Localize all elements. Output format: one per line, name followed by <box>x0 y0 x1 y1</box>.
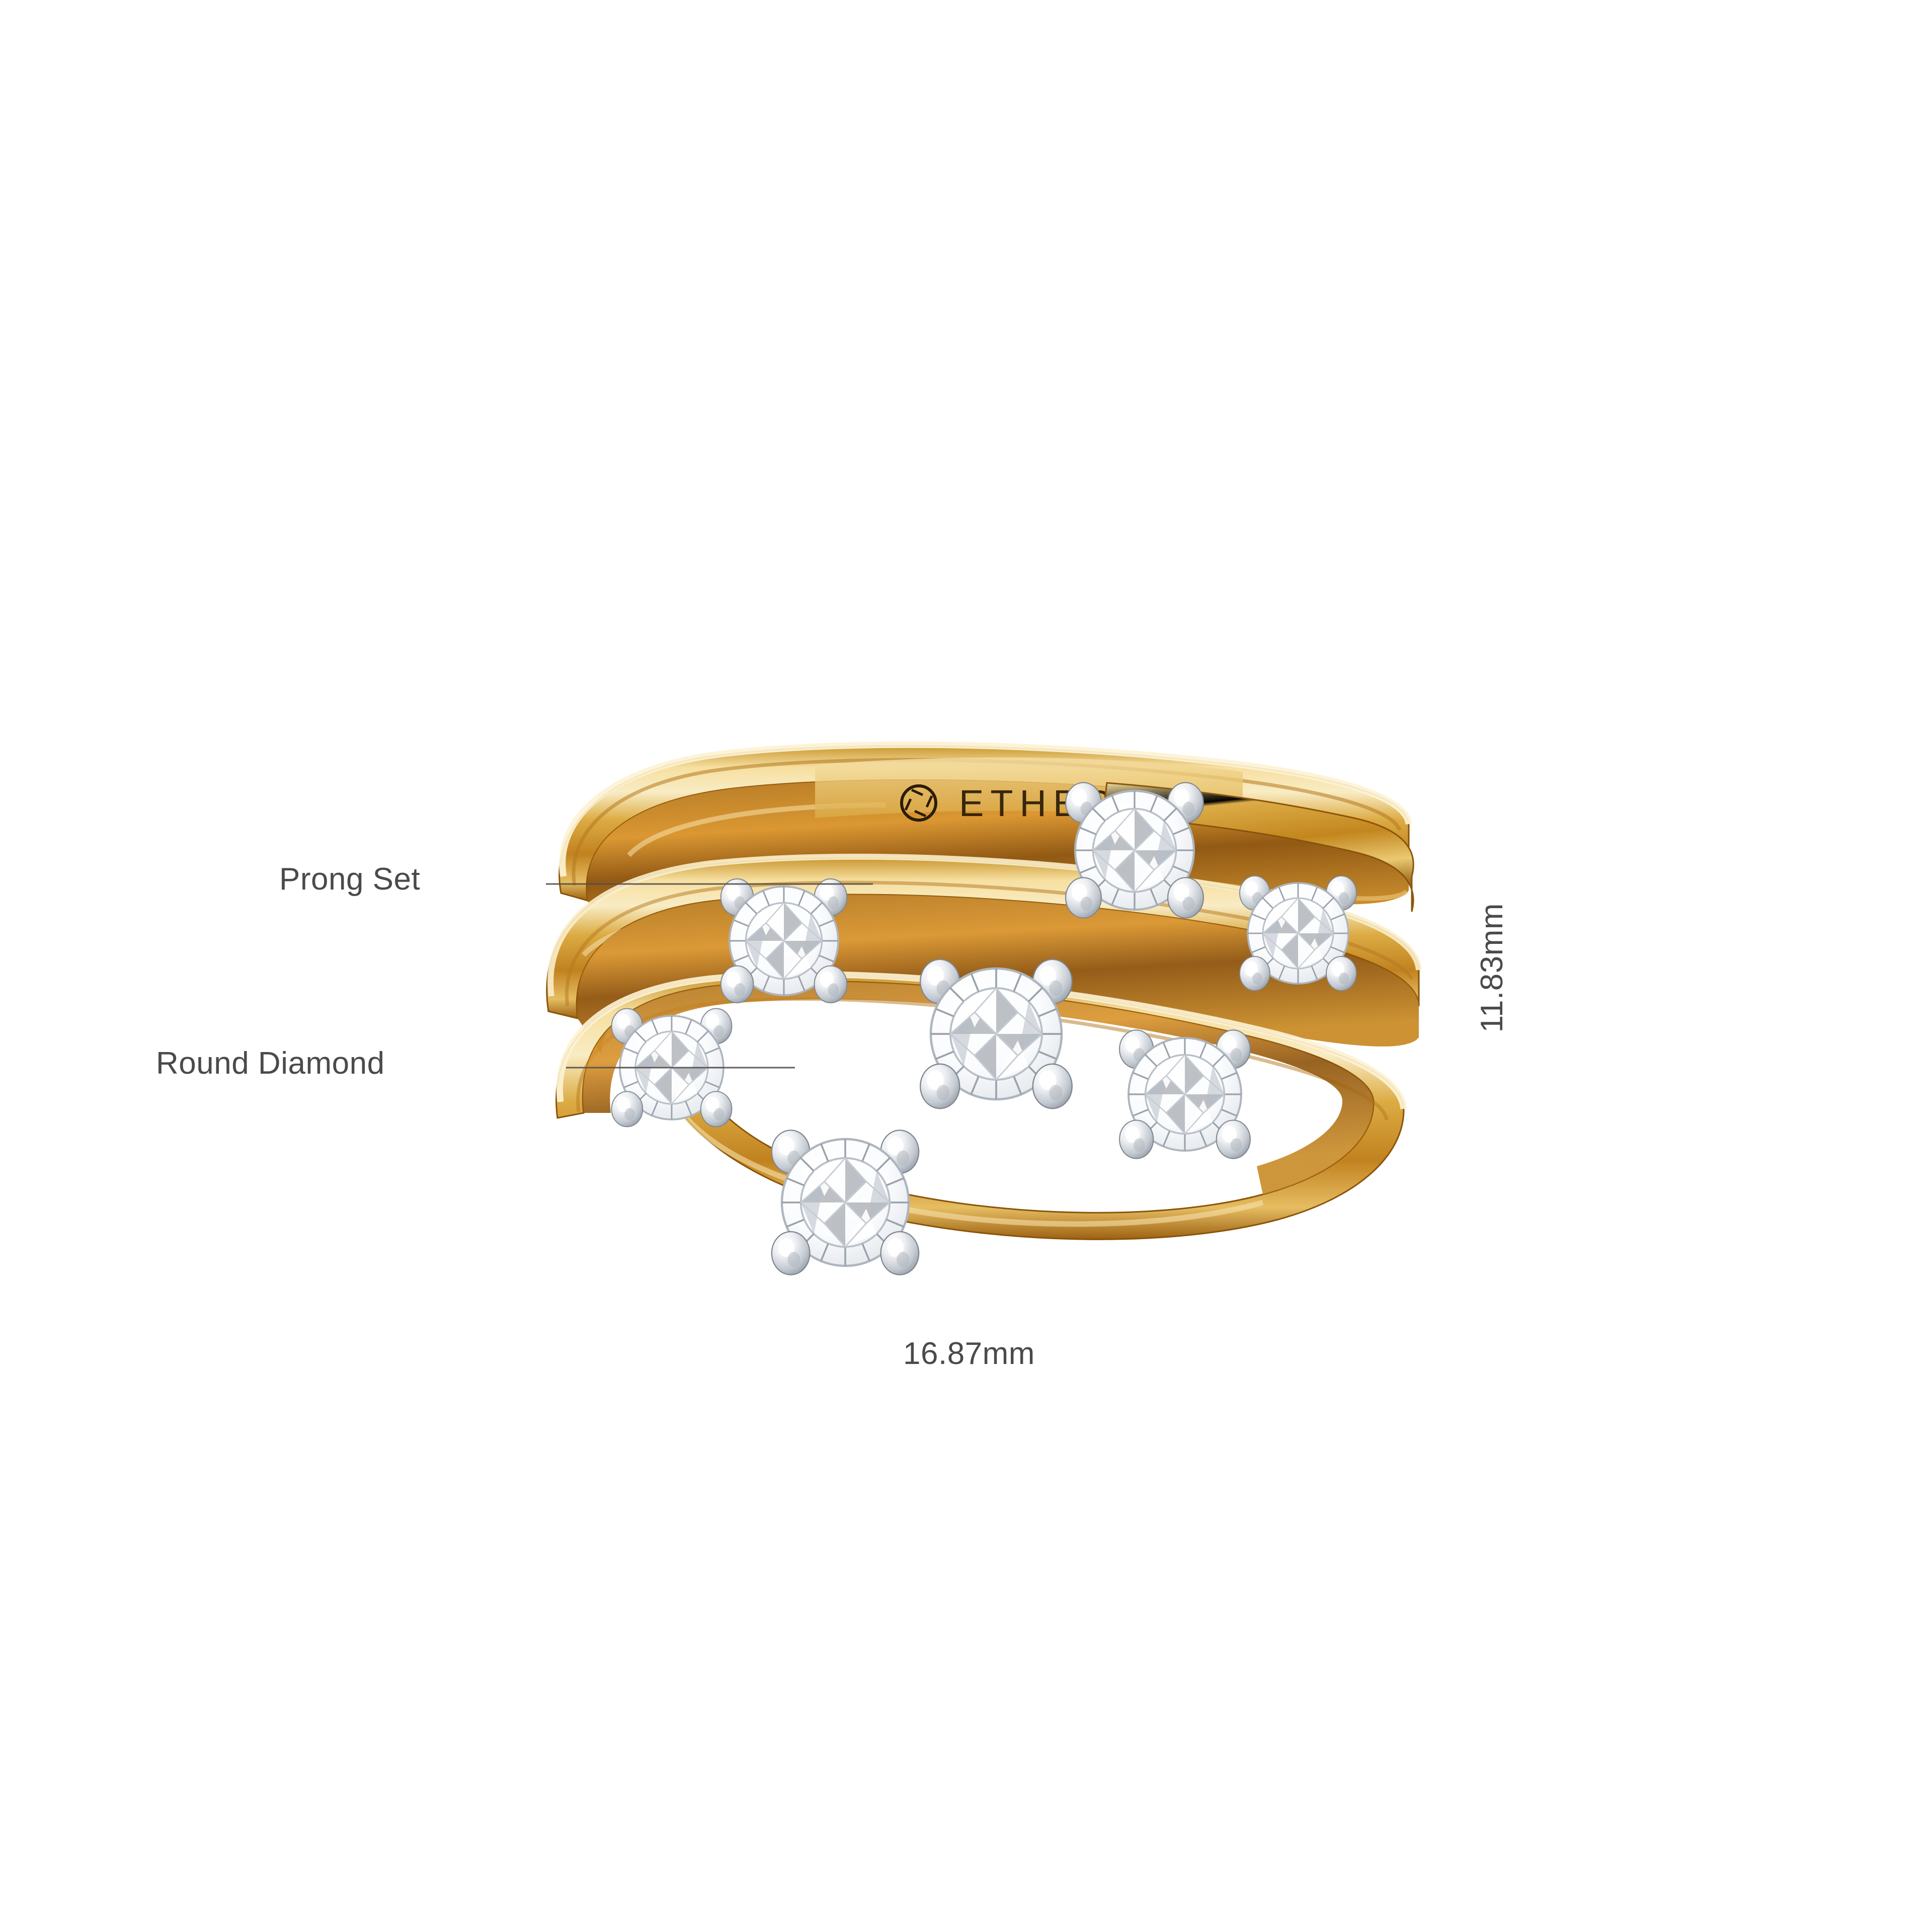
prong <box>1033 1064 1072 1108</box>
prong <box>814 966 847 1003</box>
diamond-d7 <box>772 1130 919 1274</box>
prong <box>721 966 754 1003</box>
diamond-d4 <box>920 959 1072 1108</box>
prong <box>612 1091 643 1126</box>
prong <box>1217 1120 1250 1159</box>
diamond-d6 <box>1119 1030 1250 1158</box>
prong <box>1066 877 1101 918</box>
annotation-height-dimension: 11.83mm <box>1475 903 1509 1033</box>
prong <box>772 1232 810 1275</box>
prong <box>701 1091 732 1126</box>
leader-lines-overlay <box>546 883 873 1069</box>
brand-logo-icon <box>900 784 937 822</box>
prong <box>1240 956 1270 991</box>
prong <box>1168 877 1203 918</box>
prong <box>1326 956 1356 991</box>
diamond-d1 <box>1066 782 1203 918</box>
prong <box>881 1232 919 1275</box>
annotation-prong-set: Prong Set <box>279 862 421 897</box>
diamond-d3 <box>1240 876 1356 991</box>
annotation-round-diamond: Round Diamond <box>156 1046 385 1081</box>
diamond-d2 <box>721 879 847 1003</box>
prong <box>920 1064 959 1108</box>
annotation-width-dimension: 16.87mm <box>903 1336 1035 1371</box>
prong <box>1119 1120 1153 1159</box>
